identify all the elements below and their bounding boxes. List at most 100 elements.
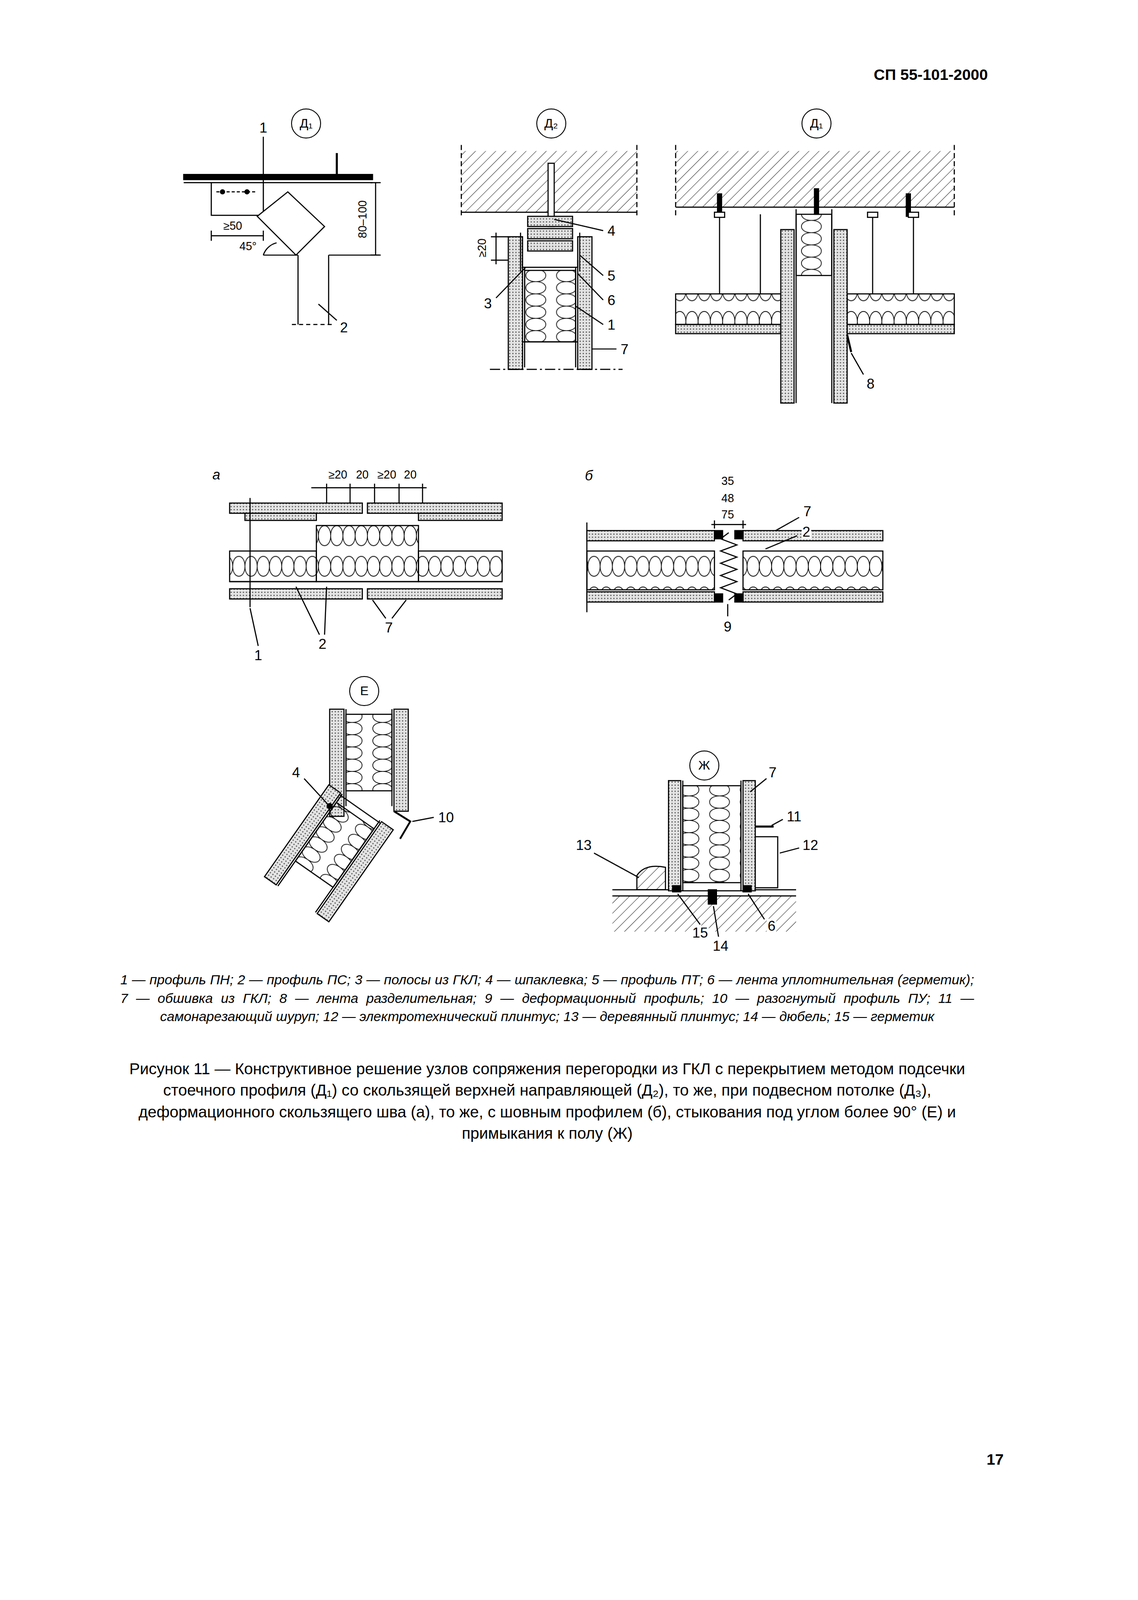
callout-number: 45° (238, 240, 258, 252)
callout-number: 7 (802, 504, 812, 519)
callout-number: 10 (437, 810, 455, 825)
detail-zh-part (771, 819, 783, 826)
callout-number: 48 (720, 492, 736, 504)
detail-d3 (675, 144, 955, 404)
detail-a (229, 483, 503, 646)
callout-number: 35 (720, 474, 736, 487)
detail-d3-part (675, 324, 781, 334)
detail-d1-part (211, 182, 264, 216)
detail-mark-text: Е (360, 684, 369, 698)
detail-d3-part (780, 229, 794, 404)
detail-d3-part (718, 214, 720, 294)
detail-d2-part (460, 144, 462, 219)
detail-zh-part (612, 895, 797, 897)
detail-a-part (372, 600, 386, 619)
detail-b-part (720, 532, 738, 600)
detail-a-part (367, 588, 503, 599)
callout-number: 2 (317, 637, 328, 652)
figure-caption: Рисунок 11 — Конструктивное решение узло… (120, 1058, 975, 1144)
detail-zh-part (713, 906, 719, 937)
detail-zh-part (779, 848, 800, 854)
detail-a-part (367, 503, 503, 514)
detail-d2-part (490, 236, 509, 238)
detail-zh-part (668, 780, 681, 891)
detail-d3-part (908, 212, 919, 218)
circled-detail-mark: Д₂ (536, 108, 567, 139)
detail-a-part (249, 498, 251, 608)
callout-number: 1 (606, 317, 617, 332)
detail-d3-part (675, 293, 781, 325)
callout-number: 1 (253, 648, 263, 663)
detail-d2-part (495, 232, 497, 265)
detail-b-part (742, 530, 883, 541)
detail-d2-part (578, 232, 580, 272)
detail-e-part (304, 778, 328, 805)
detail-mark-text: Д₁ (299, 117, 313, 130)
detail-a-part (229, 581, 503, 583)
detail-d1-part (211, 235, 264, 237)
detail-e (264, 709, 434, 922)
detail-b-part (734, 530, 743, 540)
detail-b (586, 517, 883, 617)
detail-a-part (326, 483, 327, 504)
detail-d1-part (216, 191, 258, 193)
callout-number: 4 (291, 765, 301, 780)
callout-number: 4 (606, 223, 617, 238)
detail-a-part (296, 586, 320, 635)
detail-a-part (391, 600, 406, 619)
detail-mark-text: Д₁ (810, 117, 823, 130)
callout-number: 80–100 (356, 199, 368, 240)
detail-e-part-part (339, 794, 381, 824)
detail-b-part (713, 520, 715, 529)
detail-d2-part (524, 267, 525, 368)
detail-b-part (742, 520, 744, 529)
detail-a-part (324, 586, 327, 635)
detail-a-part (349, 483, 351, 504)
detail-d2-part (490, 259, 509, 261)
callout-number: 7 (619, 341, 630, 357)
callout-number: 7 (767, 765, 778, 780)
detail-zh-part (755, 836, 778, 888)
detail-d2 (461, 144, 638, 370)
detail-e-part (394, 709, 409, 812)
detail-d2-part (575, 306, 604, 325)
callout-number: ≥20 (475, 237, 488, 259)
detail-d3-part (714, 212, 725, 218)
callout-number: ≥20 (327, 469, 349, 481)
detail-d1-part (262, 230, 264, 241)
callout-number: ≥20 (376, 469, 398, 481)
detail-d3-part (759, 214, 761, 294)
detail-b-part (727, 603, 728, 617)
detail-d3-part (867, 212, 878, 218)
detail-e-part (264, 784, 394, 922)
detail-zh-part (636, 866, 666, 891)
detail-zh-part (682, 786, 742, 884)
callout-number: 12 (801, 837, 819, 852)
detail-b-part (586, 530, 715, 541)
detail-d1-part (291, 323, 335, 325)
detail-e-part (394, 811, 411, 840)
callout-number: 1 (258, 120, 268, 135)
detail-d2-part (524, 270, 576, 342)
detail-mark-text: Д₂ (544, 117, 559, 130)
callout-number: 2 (801, 524, 812, 539)
callout-number: 2 (339, 320, 349, 335)
page-number: 17 (985, 1451, 1005, 1468)
detail-d1-part (318, 304, 337, 321)
callout-number: а (211, 467, 222, 482)
detail-e-part (412, 817, 434, 822)
detail-d3-part (675, 144, 677, 217)
detail-e-part (345, 709, 347, 807)
detail-d1-part (375, 182, 377, 256)
detail-zh-part (750, 778, 767, 792)
detail-zh-part (742, 885, 752, 892)
detail-d2-part (527, 228, 573, 239)
detail-zh (593, 778, 800, 937)
detail-d1-part (328, 254, 380, 256)
detail-d1 (183, 136, 381, 325)
detail-d3-part (846, 334, 852, 352)
detail-zh-part (740, 780, 742, 891)
callout-number: 3 (483, 296, 493, 311)
detail-zh-part (672, 885, 681, 892)
